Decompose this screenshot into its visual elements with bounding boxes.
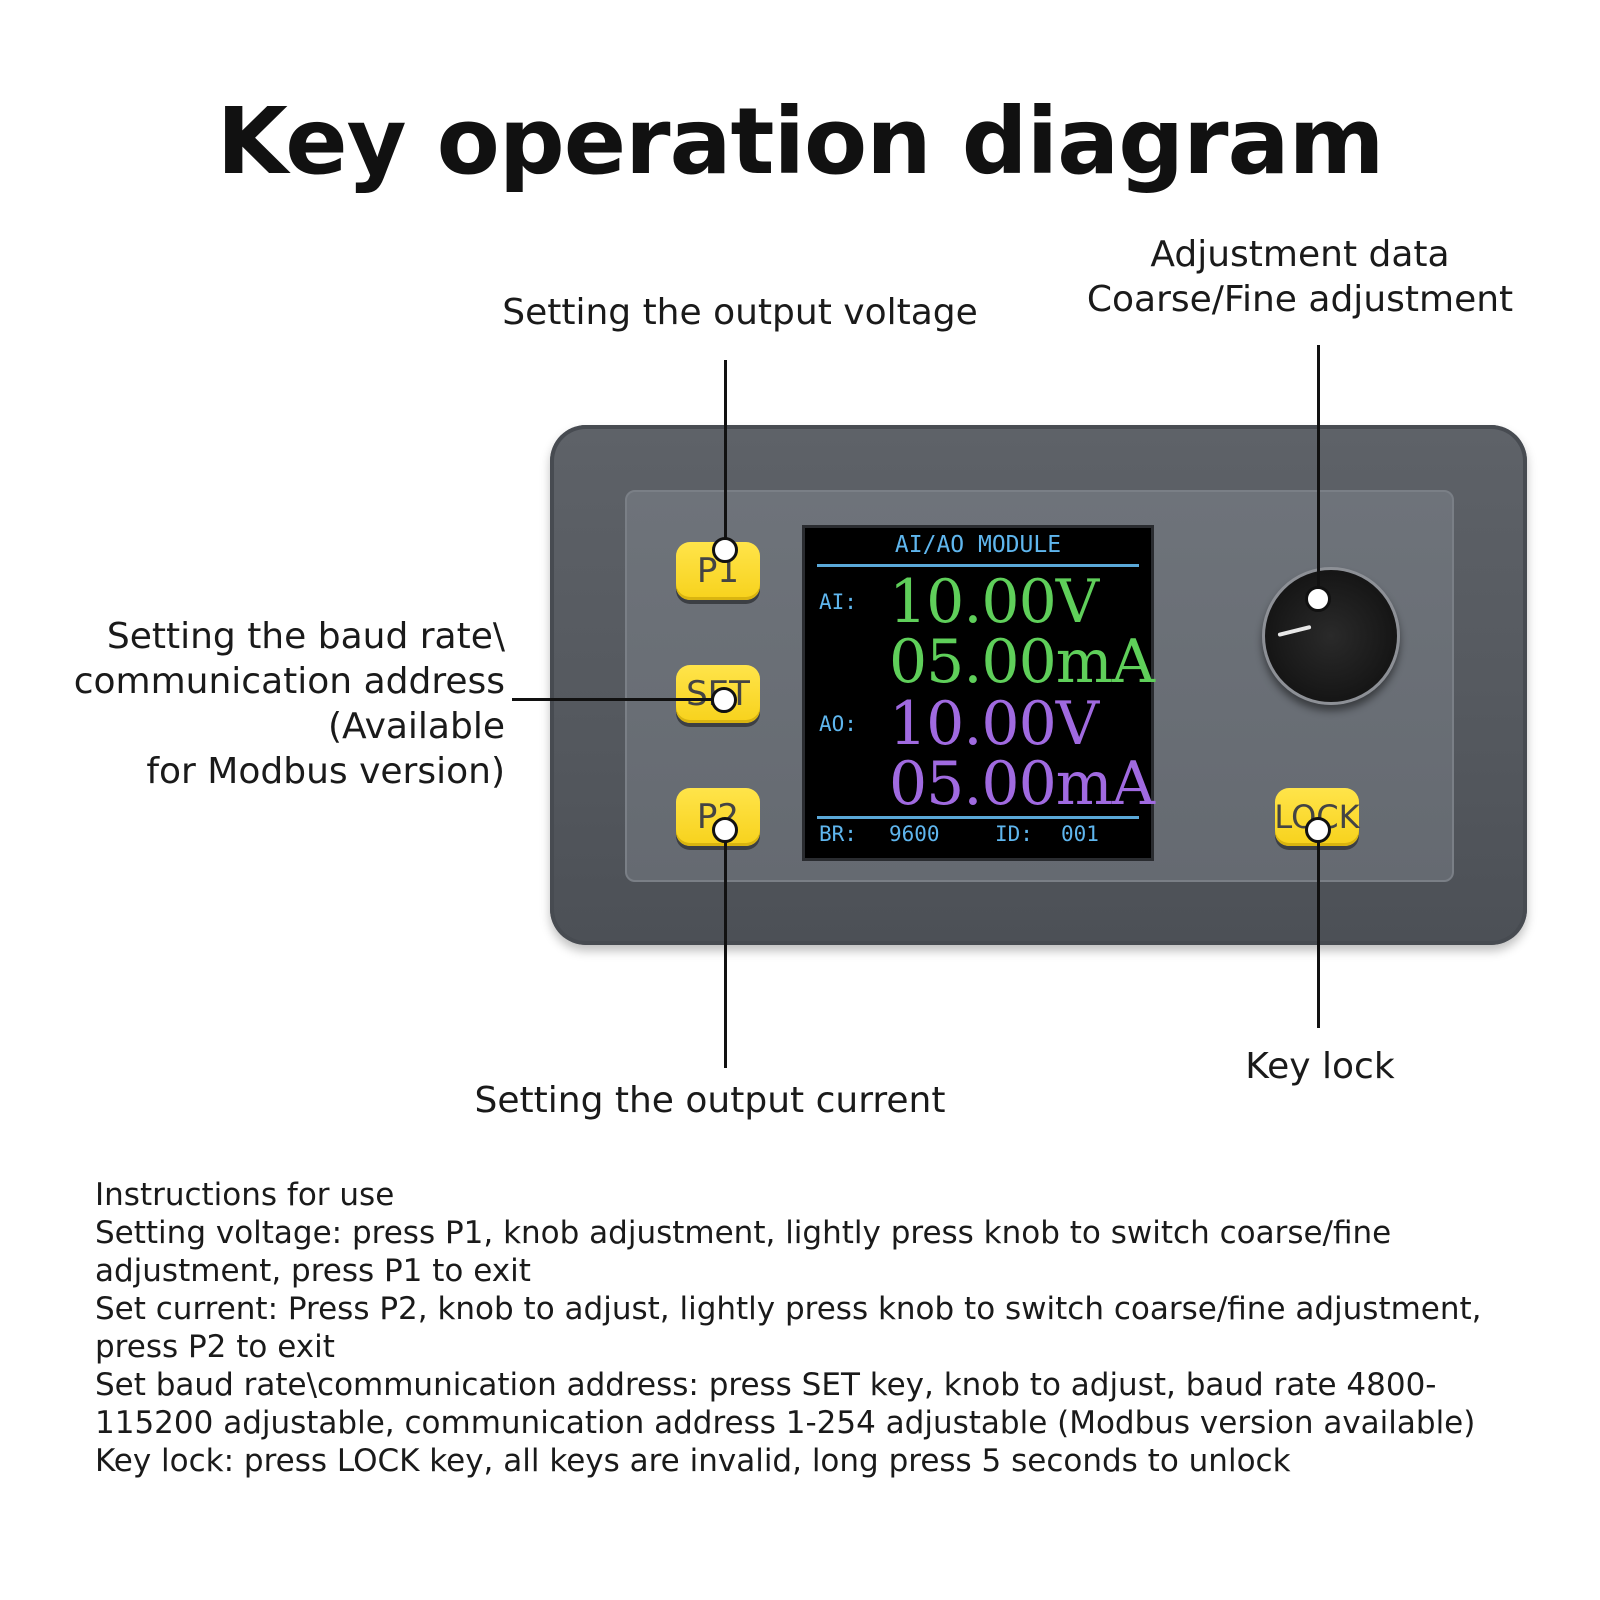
callout-knob: Adjustment data Coarse/Fine adjustment bbox=[1050, 232, 1550, 322]
lcd-divider-top bbox=[817, 564, 1139, 567]
leader-dot-p1 bbox=[712, 537, 738, 563]
lcd-ao-label: AO: bbox=[819, 712, 857, 736]
instructions-heading: Instructions for use bbox=[95, 1177, 395, 1213]
lcd-ao-current: 05.00mA bbox=[889, 749, 1155, 819]
leader-dot-knob bbox=[1305, 586, 1331, 612]
callout-set-key: Setting the baud rate\ communication add… bbox=[20, 614, 505, 794]
adjustment-knob[interactable] bbox=[1262, 567, 1400, 705]
lcd-divider-bottom bbox=[817, 816, 1139, 819]
lcd-screen: AI/AO MODULE AI: 10.00V 05.00mA AO: 10.0… bbox=[802, 525, 1155, 861]
leader-line-voltage bbox=[724, 360, 727, 548]
callout-output-voltage: Setting the output voltage bbox=[502, 292, 978, 333]
lcd-id-value: 001 bbox=[1061, 822, 1099, 846]
leader-dot-lock bbox=[1305, 817, 1331, 843]
leader-line-current bbox=[724, 830, 727, 1068]
leader-line-set bbox=[512, 698, 722, 701]
callout-set-line2: communication address bbox=[73, 661, 505, 702]
instructions-baud: Set baud rate\communication address: pre… bbox=[95, 1367, 1476, 1441]
callout-knob-line1: Adjustment data bbox=[1150, 234, 1450, 275]
lcd-id-label: ID: bbox=[995, 822, 1033, 846]
leader-dot-p2 bbox=[712, 817, 738, 843]
leader-dot-set bbox=[711, 687, 737, 713]
callout-set-line4: for Modbus version) bbox=[146, 751, 505, 792]
instructions-lock: Key lock: press LOCK key, all keys are i… bbox=[95, 1443, 1291, 1479]
lcd-br-value: 9600 bbox=[889, 822, 940, 846]
instructions-voltage: Setting voltage: press P1, knob adjustme… bbox=[95, 1215, 1392, 1289]
callout-key-lock: Key lock bbox=[1245, 1046, 1395, 1087]
lcd-br-label: BR: bbox=[819, 822, 857, 846]
instructions-block: Instructions for use Setting voltage: pr… bbox=[95, 1176, 1545, 1480]
callout-knob-line2: Coarse/Fine adjustment bbox=[1086, 279, 1514, 320]
diagram-title: Key operation diagram bbox=[216, 88, 1385, 195]
lcd-ai-current: 05.00mA bbox=[889, 627, 1155, 697]
callout-set-line1: Setting the baud rate\ bbox=[106, 616, 505, 657]
instructions-current: Set current: Press P2, knob to adjust, l… bbox=[95, 1291, 1482, 1365]
callout-set-line3: (Available bbox=[328, 706, 505, 747]
lcd-ai-voltage: 10.00V bbox=[889, 567, 1099, 637]
leader-line-knob bbox=[1317, 345, 1320, 595]
lcd-ai-label: AI: bbox=[819, 590, 857, 614]
leader-line-lock bbox=[1317, 830, 1320, 1028]
callout-output-current: Setting the output current bbox=[474, 1080, 946, 1121]
lcd-header: AI/AO MODULE bbox=[894, 532, 1062, 558]
lcd-ao-voltage: 10.00V bbox=[889, 689, 1099, 759]
